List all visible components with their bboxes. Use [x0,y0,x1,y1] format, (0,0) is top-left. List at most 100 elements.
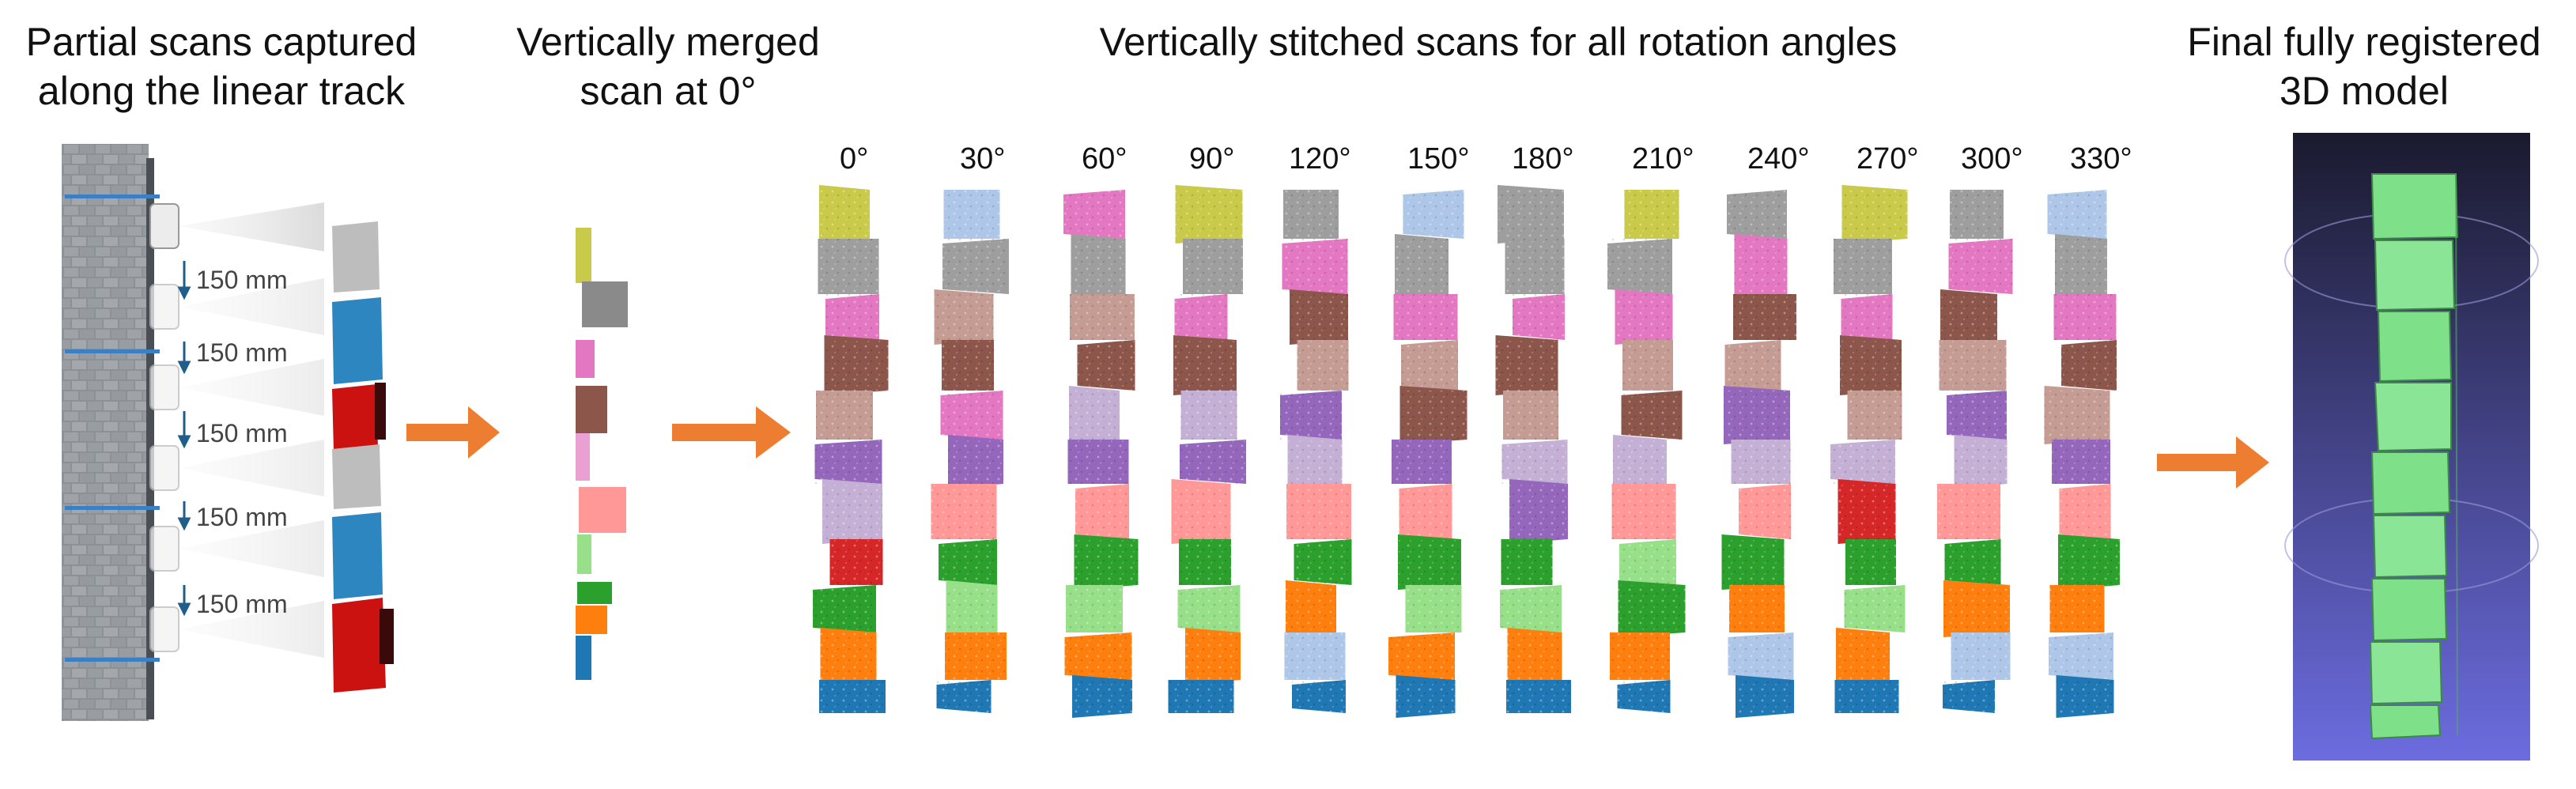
scan-block-texture [1063,190,1125,239]
scan-block-texture [1495,340,1558,391]
scan-block-texture [2049,585,2105,632]
scan-block-texture [1940,294,1997,340]
scanner-icon [149,440,324,496]
scan-block-texture [1067,440,1129,484]
scan-block-texture [1501,440,1568,484]
scanner-icon [149,278,324,335]
scan-block-texture [2049,632,2113,680]
stitched-column [1280,190,1352,713]
scan-block-texture [1388,632,1455,680]
stitched-column [2044,190,2120,718]
scan-block-texture [1286,585,1336,632]
stitched-scans-title: Vertically stitched scans for all rotati… [1012,17,1985,66]
merged-scan-panel [576,228,628,680]
stitched-column [1937,190,2013,713]
scan-block-texture [1847,391,1902,440]
angle-label: 270° [1856,142,1919,176]
scan-block-texture [1724,340,1781,391]
scanner-positions [149,202,324,658]
scan-block-texture [1185,632,1241,680]
stitched-column [1168,185,1246,713]
angle-label: 330° [2070,142,2132,176]
final-model-panel [2284,133,2539,761]
scan-block-texture [1947,391,2007,440]
merged-block [576,606,607,634]
merged-block [576,386,607,433]
partial-scan-blue [332,297,383,384]
scan-block-texture [1183,239,1243,294]
scan-block-texture [1168,680,1234,713]
scan-block-texture [1180,440,1246,484]
scan-block-texture [1503,391,1558,440]
scan-block-texture [942,340,994,391]
stitched-column [1388,190,1467,718]
stitched-column [931,190,1009,713]
scan-block-texture [1834,680,1899,713]
arrow-2 [672,406,791,459]
scan-block-texture [1179,539,1231,585]
scan-block-texture [2059,484,2111,539]
scan-block-texture [1840,340,1902,391]
scan-block-texture [948,440,1003,484]
scan-block-texture [1845,539,1896,585]
scan-block-texture [825,294,879,340]
scan-block-texture [1283,190,1339,239]
scan-block-texture [1607,239,1672,294]
scan-block-texture [1622,340,1673,391]
merged-scan-title: Vertically merged scan at 0° [486,17,850,115]
scan-block-texture [1944,539,2001,585]
scan-block-texture [1401,340,1458,391]
scan-block-texture [1736,680,1794,713]
scan-block-texture [1621,391,1683,440]
scan-block-texture [1951,632,2011,680]
partial-scan-stack [332,221,394,693]
wall-pillar [62,144,149,721]
scan-block-texture [1729,585,1785,632]
scan-block-texture [1077,340,1135,391]
scan-block-texture [1950,190,2004,239]
scan-block-texture [1610,632,1670,680]
scan-block-texture [814,440,882,484]
scan-block-texture [1943,680,1995,713]
scan-block-texture [1724,391,1790,440]
scan-block-texture [1392,440,1452,484]
track-clamps [65,194,160,662]
stitched-column [813,185,889,713]
arrow-1 [406,406,500,459]
scan-block-texture [939,539,997,585]
track-rail [146,158,154,719]
scan-block-texture [1071,239,1126,294]
step-distance-label: 150 mm [196,266,288,294]
scan-block-texture [1617,680,1671,713]
scan-block-texture [1064,632,1132,680]
scan-block-texture [1405,585,1462,632]
scan-block-texture [1287,440,1343,484]
step-distance-label: 150 mm [196,503,288,531]
stitched-columns [813,185,2120,718]
scanner-icon [149,601,324,658]
step-distance-label: 150 mm [196,590,288,618]
angle-label: 60° [1082,142,1127,176]
scan-block-texture [1498,190,1564,239]
scanner-icon [149,202,324,251]
scan-block-texture [1070,294,1135,340]
scan-block-texture [2053,294,2117,340]
scan-block-texture [1611,484,1676,539]
scan-block-texture [1292,680,1346,713]
scan-block-texture [2044,391,2110,440]
partial-scans-title-line2: along the linear track [37,69,406,113]
step-arrows [177,261,191,617]
scan-block-texture [1284,632,1346,680]
scan-block-texture [1836,632,1890,680]
scan-block-texture [1173,340,1237,391]
scan-block-texture [1396,680,1456,713]
scan-block-texture [1739,484,1791,539]
stitched-column [1495,185,1571,713]
partial-scans-title-line1: Partial scans captured [25,20,417,64]
final-model-title: Final fully registered 3D model [2166,17,2562,115]
scan-block-texture [1286,484,1351,539]
angle-label: 240° [1747,142,1810,176]
step-distance-label: 150 mm [196,419,288,447]
scan-block-texture [1175,190,1243,239]
